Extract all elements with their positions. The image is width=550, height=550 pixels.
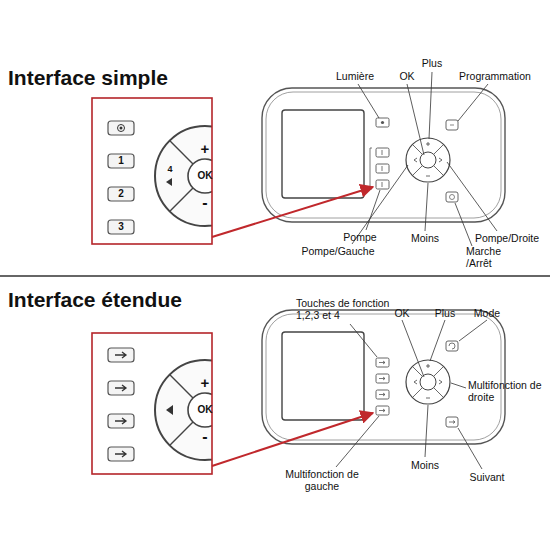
part-label: Pompe/Gauche xyxy=(302,245,375,257)
part-label: Lumière xyxy=(336,70,374,82)
part-label: Suivant xyxy=(469,471,504,483)
part-label: Plus xyxy=(422,57,442,69)
key-symbol: - xyxy=(202,428,207,446)
part-label: Mode xyxy=(474,307,500,319)
part-label: Touches de fonction 1,2,3 et 4 xyxy=(296,297,392,321)
key-symbol: + xyxy=(201,140,210,157)
part-label: Moins xyxy=(411,459,439,471)
part-label: Pompe/Droite xyxy=(475,232,539,244)
key-symbol: - xyxy=(202,194,207,212)
part-label: Marche /Arrêt xyxy=(466,245,510,269)
part-label: OK xyxy=(394,307,409,319)
key-number: 3 xyxy=(118,221,124,233)
part-label: Programmation xyxy=(459,70,531,82)
part-label: OK xyxy=(399,70,414,82)
part-label: Multifonction de gauche xyxy=(280,468,364,492)
part-label: Multifonction de droite xyxy=(468,379,544,403)
part-label: Plus xyxy=(435,307,455,319)
panel-title: Interface étendue xyxy=(8,288,182,312)
key-symbol: OK xyxy=(198,404,213,416)
key-number: 2 xyxy=(118,188,124,200)
key-symbol: + xyxy=(201,374,210,391)
part-label: Pompe xyxy=(343,231,376,243)
key-number: 4 xyxy=(167,164,172,174)
key-symbol: OK xyxy=(198,170,213,182)
part-label: Moins xyxy=(411,232,439,244)
panel-title: Interface simple xyxy=(8,66,168,90)
key-number: 1 xyxy=(118,155,124,167)
